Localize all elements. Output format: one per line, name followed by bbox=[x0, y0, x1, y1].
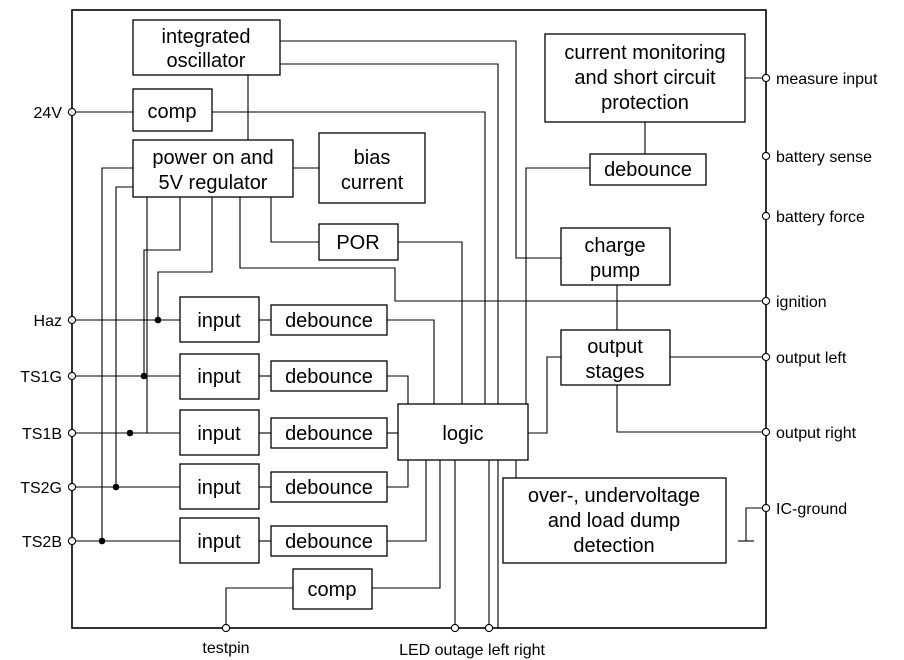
integrated-oscillator-line1: integrated bbox=[162, 26, 251, 48]
output-stages-block: output stages bbox=[560, 329, 671, 386]
integrated-oscillator-line2: oscillator bbox=[167, 50, 246, 72]
input-row-ts1b: input debounce bbox=[179, 409, 388, 456]
debounce-label: debounce bbox=[285, 310, 373, 332]
connection-wires bbox=[72, 40, 766, 628]
input-label: input bbox=[197, 423, 241, 445]
current-monitoring-line2: and short circuit bbox=[574, 67, 716, 89]
output-stages-line2: stages bbox=[586, 361, 645, 383]
input-label: input bbox=[197, 531, 241, 553]
pin-label-measure-input: measure input bbox=[776, 71, 878, 88]
power-on-line1: power on and bbox=[152, 147, 273, 169]
comp-top-block: comp bbox=[132, 88, 213, 132]
input-row-ts1g: input debounce bbox=[179, 353, 388, 400]
pin-label-ignition: ignition bbox=[776, 294, 827, 311]
input-label: input bbox=[197, 366, 241, 388]
logic-label: logic bbox=[442, 423, 483, 445]
debounce-label: debounce bbox=[285, 531, 373, 553]
debounce-right-label: debounce bbox=[604, 159, 692, 181]
comp-bottom-label: comp bbox=[308, 579, 357, 601]
charge-pump-block: charge pump bbox=[560, 227, 671, 286]
pin-label-24v: 24V bbox=[34, 105, 63, 122]
pin-label-ts2b: TS2B bbox=[22, 534, 62, 551]
overvoltage-line1: over-, undervoltage bbox=[528, 485, 700, 507]
pin-label-output-left: output left bbox=[776, 350, 847, 367]
output-stages-line1: output bbox=[587, 336, 643, 358]
current-monitoring-line1: current monitoring bbox=[564, 42, 725, 64]
bias-current-line2: current bbox=[341, 172, 404, 194]
current-monitoring-line3: protection bbox=[601, 92, 689, 114]
logic-block: logic bbox=[397, 403, 529, 461]
pin-label-ts1b: TS1B bbox=[22, 426, 62, 443]
pin-label-haz: Haz bbox=[34, 313, 62, 330]
junction-dots bbox=[98, 316, 162, 545]
pin-label-output-right: output right bbox=[776, 425, 857, 442]
por-block: POR bbox=[318, 223, 399, 261]
bias-current-line1: bias bbox=[354, 147, 391, 169]
debounce-label: debounce bbox=[285, 477, 373, 499]
overvoltage-block: over-, undervoltage and load dump detect… bbox=[502, 477, 727, 564]
pin-label-ic-ground: IC-ground bbox=[776, 501, 847, 518]
charge-pump-line2: pump bbox=[590, 260, 640, 282]
comp-top-label: comp bbox=[148, 101, 197, 123]
pin-label-battery-sense: battery sense bbox=[776, 149, 872, 166]
pin-label-ts2g: TS2G bbox=[20, 480, 62, 497]
overvoltage-line2: and load dump bbox=[548, 510, 680, 532]
bias-current-block: bias current bbox=[318, 132, 426, 204]
debounce-label: debounce bbox=[285, 423, 373, 445]
input-row-ts2b: input debounce bbox=[179, 517, 388, 564]
power-on-line2: 5V regulator bbox=[159, 172, 268, 194]
input-label: input bbox=[197, 310, 241, 332]
input-label: input bbox=[197, 477, 241, 499]
integrated-oscillator-block: integrated oscillator bbox=[132, 19, 281, 76]
pin-markers bbox=[67, 73, 771, 633]
pin-label-battery-force: battery force bbox=[776, 209, 865, 226]
comp-bottom-block: comp bbox=[292, 568, 373, 610]
overvoltage-line3: detection bbox=[573, 535, 654, 557]
pin-label-ts1g: TS1G bbox=[20, 369, 62, 386]
power-on-block: power on and 5V regulator bbox=[132, 139, 294, 198]
pin-label-testpin: testpin bbox=[202, 640, 249, 657]
pin-label-led-outage: LED outage left right bbox=[399, 642, 545, 659]
input-row-haz: input debounce bbox=[179, 296, 388, 343]
current-monitoring-block: current monitoring and short circuit pro… bbox=[544, 33, 746, 123]
input-row-ts2g: input debounce bbox=[179, 463, 388, 510]
por-label: POR bbox=[336, 232, 379, 254]
debounce-label: debounce bbox=[285, 366, 373, 388]
charge-pump-line1: charge bbox=[584, 235, 645, 257]
debounce-right-block: debounce bbox=[589, 153, 707, 186]
